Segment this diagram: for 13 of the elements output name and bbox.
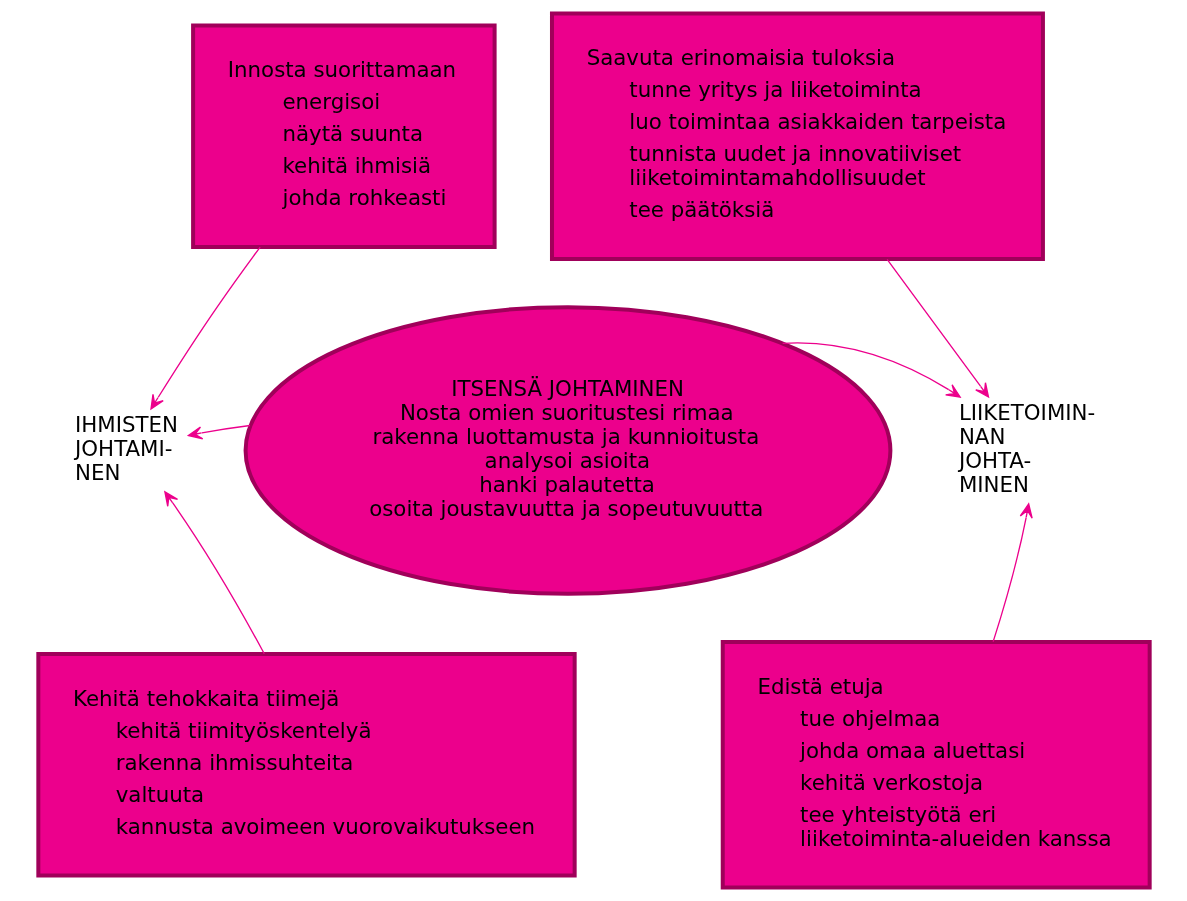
node-box: Saavuta erinomaisia tuloksia tunne yritys ja liiketoiminta luo toimintaa asiakkaiden tarpeista tunnista uudet ja innovatiiviset liiketoimintamahdollisuudet tee päätöksiä: [549, 11, 1045, 262]
node-box: Innosta suorittamaan energisoi näytä suunta kehitä ihmisiä johda rohkeasti: [190, 23, 497, 250]
arrow: [163, 491, 265, 655]
arrow: [187, 424, 251, 440]
arrow: [781, 342, 961, 398]
node-text: LIIKETOIMIN- NAN JOHTA- MINEN: [958, 399, 1095, 497]
arrow: [149, 246, 261, 410]
arrow: [992, 503, 1033, 643]
arrow: [886, 258, 989, 398]
node-text: IHMISTEN JOHTAMI- NEN: [74, 411, 178, 485]
node-ellipse: ITSENSÄ JOHTAMINEN Nosta omien suoritustesi rimaa rakenna luottamusta ja kunnioitusta analysoi asioita hanki palautetta osoita joustavuutta ja sopeutuvuutta: [243, 305, 892, 596]
node-box: Edistä etuja tue ohjelmaa johda omaa aluettasi kehitä verkostoja tee yhteistyötä eri liiketoiminta-alueiden kanssa: [720, 639, 1152, 890]
node-box: Kehitä tehokkaita tiimejä kehitä tiimityöskentelyä rakenna ihmissuhteita valtuuta kannusta avoimeen vuorovaikutukseen: [35, 651, 577, 878]
